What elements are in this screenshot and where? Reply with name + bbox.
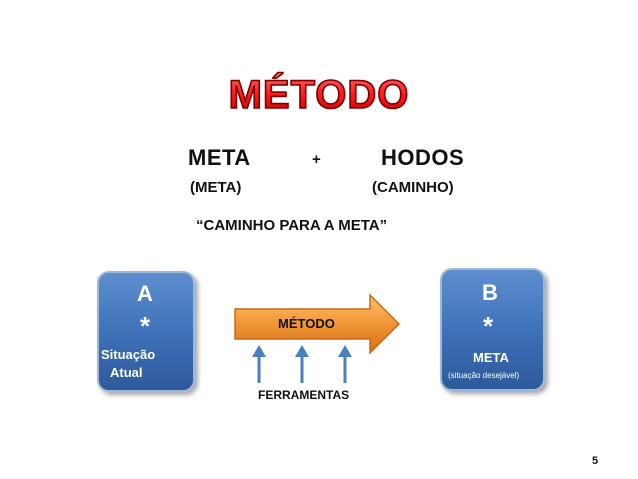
title-graphic: MÉTODO <box>228 71 410 118</box>
box-b-label: META <box>473 350 509 365</box>
box-a-letter: A <box>137 281 153 306</box>
box-a: A * Situação Atual <box>97 271 195 392</box>
phrase-caminho-para-a-meta: “CAMINHO PARA A META” <box>196 217 388 234</box>
plus-sign: + <box>312 151 321 168</box>
hodos-word: HODOS <box>381 145 465 170</box>
meta-meaning: (META) <box>190 179 242 196</box>
method-arrow-label: MÉTODO <box>278 316 335 331</box>
box-a-line1: Situação <box>101 347 156 362</box>
meta-word: META <box>188 145 251 170</box>
tool-arrow-up-icon <box>252 345 266 383</box>
tool-arrow-up-icon <box>338 345 352 383</box>
page-number: 5 <box>592 455 599 467</box>
box-b-note: (situação desejável) <box>448 371 520 380</box>
box-b: B * META (situação desejável) <box>440 268 545 391</box>
method-arrow <box>234 293 401 355</box>
box-b-letter: B <box>482 280 498 305</box>
box-b-star: * <box>483 311 494 341</box>
caminho-meaning: (CAMINHO) <box>372 179 454 196</box>
tools-label: FERRAMENTAS <box>258 388 350 402</box>
box-a-line2: Atual <box>110 365 143 380</box>
page-title: MÉTODO <box>229 72 410 117</box>
tool-arrow-up-icon <box>295 345 309 383</box>
box-a-star: * <box>140 311 151 341</box>
